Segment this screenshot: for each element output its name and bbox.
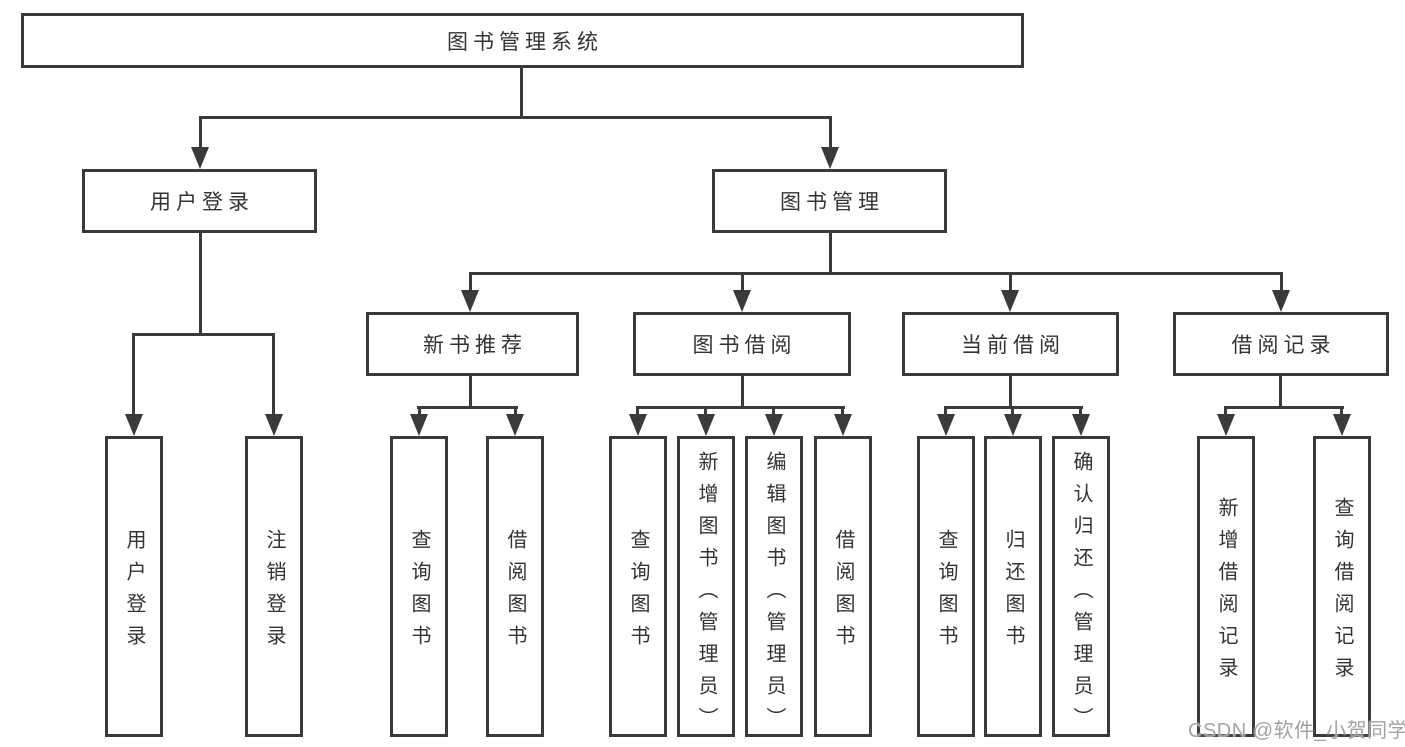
connector-drop-level3 xyxy=(741,272,744,294)
arrowhead-icon xyxy=(410,414,428,436)
leaf-logout: 注销登录 xyxy=(245,436,303,737)
connector-user-login-stem xyxy=(199,233,202,335)
connector-drop-leaf xyxy=(132,333,135,416)
arrowhead-icon xyxy=(1272,290,1290,312)
leaf-label: 新增借阅记录 xyxy=(1215,496,1237,689)
leaf-add-books-admin: 新增图书（管理员） xyxy=(677,436,735,739)
arrowhead-icon xyxy=(1004,414,1022,436)
leaf-label: 借阅图书 xyxy=(504,528,526,657)
csdn-watermark: CSDN @软件_小贺同学 xyxy=(1188,720,1405,742)
leaf-label: 用户登录 xyxy=(123,528,145,657)
leaf-label: 查询图书 xyxy=(627,528,649,657)
leaf-edit-books-admin: 编辑图书（管理员） xyxy=(745,436,803,739)
leaf-query-borrow-record: 查询借阅记录 xyxy=(1313,436,1371,737)
leaf-label: 借阅图书 xyxy=(832,528,854,657)
node-user-login: 用户登录 xyxy=(82,169,317,233)
leaf-label: 查询图书 xyxy=(408,528,430,657)
arrowhead-icon xyxy=(937,414,955,436)
connector-drop-level3 xyxy=(1280,272,1283,294)
connector-drop-leaf xyxy=(418,406,421,418)
arrowhead-icon xyxy=(506,414,524,436)
leaf-user-login: 用户登录 xyxy=(105,436,163,737)
arrowhead-icon xyxy=(733,290,751,312)
leaf-label: 查询图书 xyxy=(935,528,957,657)
node-root-system: 图书管理系统 xyxy=(21,13,1024,68)
leaf-label: 编辑图书（管理员） xyxy=(763,451,785,739)
connector-new-book-stem xyxy=(469,376,472,409)
connector-drop-leaf xyxy=(636,406,639,418)
connector-drop-leaf xyxy=(704,406,707,418)
leaf-confirm-return-admin: 确认归还（管理员） xyxy=(1052,436,1110,739)
connector-drop-level3 xyxy=(1009,272,1012,294)
connector-book-borrow-rail xyxy=(636,406,845,409)
connector-drop-leaf xyxy=(1340,406,1343,418)
arrowhead-icon xyxy=(697,414,715,436)
leaf-label: 归还图书 xyxy=(1002,528,1024,657)
arrowhead-icon xyxy=(629,414,647,436)
arrowhead-icon xyxy=(125,414,143,436)
connector-current-borrow-stem xyxy=(1009,376,1012,409)
leaf-return-books: 归还图书 xyxy=(984,436,1042,737)
connector-root-stem xyxy=(520,68,523,117)
arrowhead-icon xyxy=(834,414,852,436)
leaf-add-borrow-record: 新增借阅记录 xyxy=(1197,436,1255,737)
node-label: 借阅记录 xyxy=(1231,334,1336,357)
connector-root-rail xyxy=(199,116,831,119)
leaf-query-books: 查询图书 xyxy=(917,436,975,737)
leaf-label: 确认归还（管理员） xyxy=(1070,451,1092,739)
connector-drop-book-management xyxy=(829,116,832,151)
connector-drop-user-login xyxy=(199,116,202,151)
connector-drop-leaf xyxy=(772,406,775,418)
connector-drop-leaf xyxy=(272,333,275,416)
arrowhead-icon xyxy=(765,414,783,436)
node-book-borrow: 图书借阅 xyxy=(633,312,851,376)
arrowhead-icon xyxy=(1217,414,1235,436)
connector-user-login-rail xyxy=(132,333,275,336)
leaf-label: 注销登录 xyxy=(263,528,285,657)
connector-new-book-rail xyxy=(417,406,518,409)
arrowhead-icon xyxy=(1072,414,1090,436)
arrowhead-icon xyxy=(1333,414,1351,436)
connector-book-borrow-stem xyxy=(741,376,744,409)
connector-drop-level3 xyxy=(469,272,472,294)
connector-drop-leaf xyxy=(1224,406,1227,418)
node-new-book-recommend: 新书推荐 xyxy=(366,312,579,376)
leaf-borrow-books: 借阅图书 xyxy=(814,436,872,737)
node-label: 当前借阅 xyxy=(961,334,1065,357)
connector-drop-leaf xyxy=(1011,406,1014,418)
node-label: 新书推荐 xyxy=(423,334,527,357)
arrowhead-icon xyxy=(461,290,479,312)
leaf-label: 新增图书（管理员） xyxy=(695,451,717,739)
node-label: 图书管理 xyxy=(780,191,884,214)
connector-drop-leaf xyxy=(944,406,947,418)
connector-drop-leaf xyxy=(1079,406,1082,418)
leaf-query-books: 查询图书 xyxy=(609,436,667,737)
arrowhead-icon xyxy=(191,147,209,169)
connector-book-management-stem xyxy=(829,233,832,274)
node-root-label: 图书管理系统 xyxy=(447,30,603,54)
connector-drop-leaf xyxy=(514,406,517,418)
connector-drop-leaf xyxy=(841,406,844,418)
node-borrow-records: 借阅记录 xyxy=(1173,312,1389,376)
connector-borrow-records-stem xyxy=(1279,376,1282,409)
arrowhead-icon xyxy=(821,147,839,169)
leaf-borrow-books: 借阅图书 xyxy=(486,436,544,737)
node-label: 图书借阅 xyxy=(692,334,797,357)
arrowhead-icon xyxy=(265,414,283,436)
node-current-borrow: 当前借阅 xyxy=(902,312,1119,376)
connector-level3-rail xyxy=(469,272,1283,275)
leaf-query-books: 查询图书 xyxy=(390,436,448,737)
arrowhead-icon xyxy=(1001,290,1019,312)
node-book-management: 图书管理 xyxy=(712,169,947,233)
node-label: 用户登录 xyxy=(150,191,254,214)
leaf-label: 查询借阅记录 xyxy=(1331,496,1353,689)
connector-borrow-records-rail xyxy=(1224,406,1344,409)
